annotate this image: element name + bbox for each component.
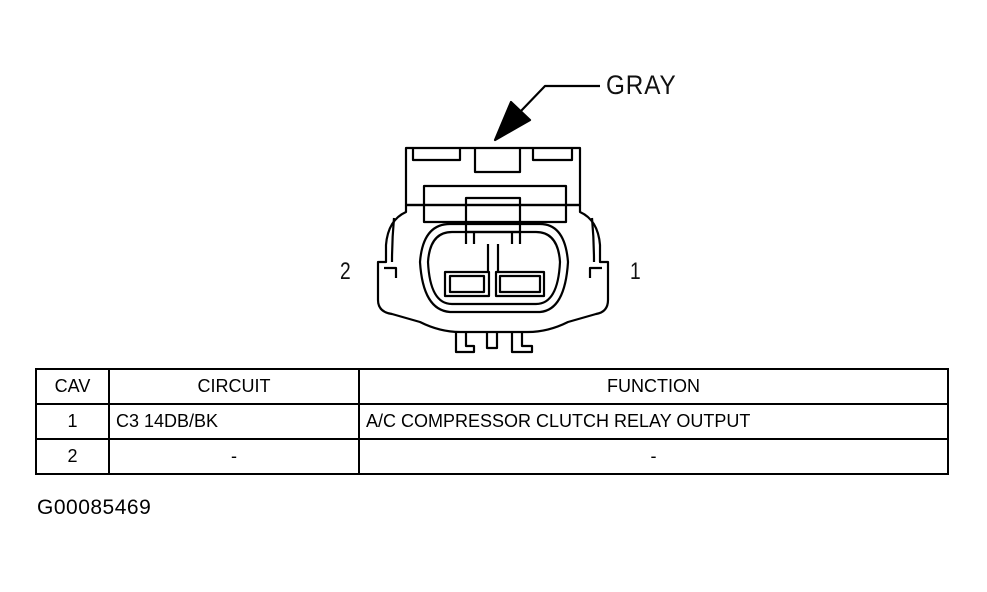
- leader-line: [519, 84, 600, 113]
- header-function: FUNCTION: [358, 368, 949, 405]
- terminal-1: [494, 270, 546, 298]
- cavity-oval: [418, 222, 570, 314]
- terminal-2: [443, 270, 491, 298]
- latch-housing: [404, 146, 582, 207]
- cell-circuit: -: [108, 438, 360, 475]
- leader-arrowhead: [493, 100, 532, 142]
- cell-function: A/C COMPRESSOR CLUTCH RELAY OUTPUT: [358, 403, 949, 440]
- cavity-label-1: 1: [630, 258, 641, 285]
- pinout-table: CAV CIRCUIT FUNCTION 1 C3 14DB/BK A/C CO…: [35, 368, 949, 475]
- table-row: 1 C3 14DB/BK A/C COMPRESSOR CLUTCH RELAY…: [35, 403, 949, 440]
- bottom-keys: [454, 332, 476, 354]
- cell-function: -: [358, 438, 949, 475]
- table-row: 2 - -: [35, 438, 949, 475]
- cavity-label-2: 2: [340, 258, 351, 285]
- cell-cav: 2: [35, 438, 110, 475]
- cell-cav: 1: [35, 403, 110, 440]
- connector-body: [376, 205, 610, 334]
- header-circuit: CIRCUIT: [108, 368, 360, 405]
- table-header-row: CAV CIRCUIT FUNCTION: [35, 368, 949, 405]
- wire-color-label: GRAY: [606, 70, 677, 100]
- header-cav: CAV: [35, 368, 110, 405]
- figure-id: G00085469: [37, 496, 152, 519]
- cell-circuit: C3 14DB/BK: [108, 403, 360, 440]
